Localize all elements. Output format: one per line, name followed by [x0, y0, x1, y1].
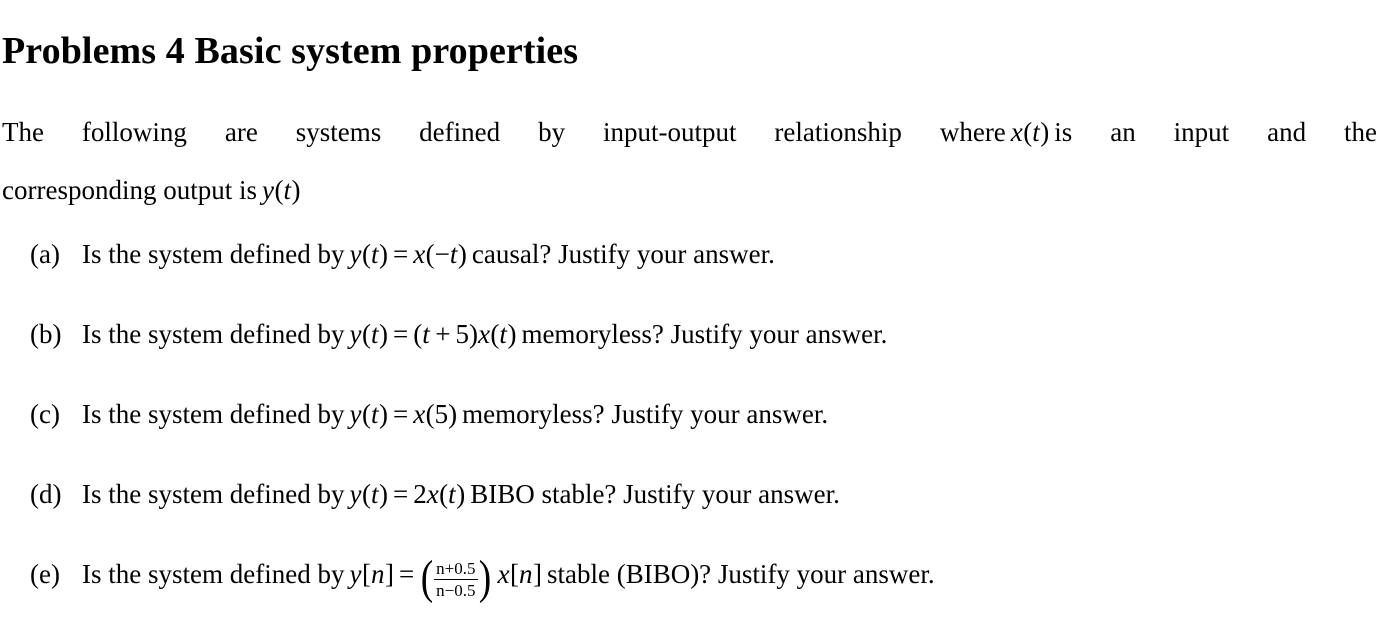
- item-b-equation: y(t)=(t+5)x(t): [349, 319, 517, 349]
- fraction-paren-open: (: [420, 551, 434, 605]
- fraction-paren-close: ): [478, 551, 491, 605]
- intro-paragraph: The following are systems defined by inp…: [2, 103, 1377, 219]
- item-d-prefix: Is the system defined by: [82, 479, 345, 509]
- intro-line-1-tail: is an input and the: [1054, 117, 1377, 147]
- fraction-denominator: n−0.5: [434, 578, 478, 600]
- item-label-c: (c): [30, 399, 60, 429]
- document-page: Problems 4 Basic system properties The f…: [2, 30, 1377, 602]
- item-d-suffix: BIBO stable? Justify your answer.: [470, 479, 840, 509]
- item-c-suffix: memoryless? Justify your answer.: [462, 399, 829, 429]
- item-d-equation: y(t)=2x(t): [349, 479, 466, 509]
- item-b-prefix: Is the system defined by: [82, 319, 345, 349]
- item-a-equation: y(t)=x(−t): [349, 239, 467, 269]
- item-e-suffix: stable (BIBO)? Justify your answer.: [546, 559, 935, 589]
- item-a-suffix: causal? Justify your answer.: [471, 239, 775, 269]
- item-label-d: (d): [30, 479, 62, 509]
- intro-line-1: The following are systems defined by inp…: [2, 103, 1377, 161]
- intro-math-y-of-t: y(t): [261, 175, 301, 205]
- item-label-a: (a): [30, 239, 60, 269]
- intro-line-2-text: corresponding output is: [2, 175, 257, 205]
- item-e-prefix: Is the system defined by: [82, 559, 345, 589]
- item-c-equation: y(t)=x(5): [349, 399, 458, 429]
- item-label-e: (e): [30, 559, 60, 589]
- intro-math-x-of-t: x(t): [1010, 117, 1050, 147]
- fraction-numerator: n+0.5: [436, 558, 476, 578]
- item-label-b: (b): [30, 319, 62, 349]
- item-c-prefix: Is the system defined by: [82, 399, 345, 429]
- item-a-prefix: Is the system defined by: [82, 239, 345, 269]
- item-b-suffix: memoryless? Justify your answer.: [521, 319, 888, 349]
- intro-line-1-text: The following are systems defined by inp…: [2, 117, 1006, 147]
- page-title: Problems 4 Basic system properties: [2, 30, 579, 73]
